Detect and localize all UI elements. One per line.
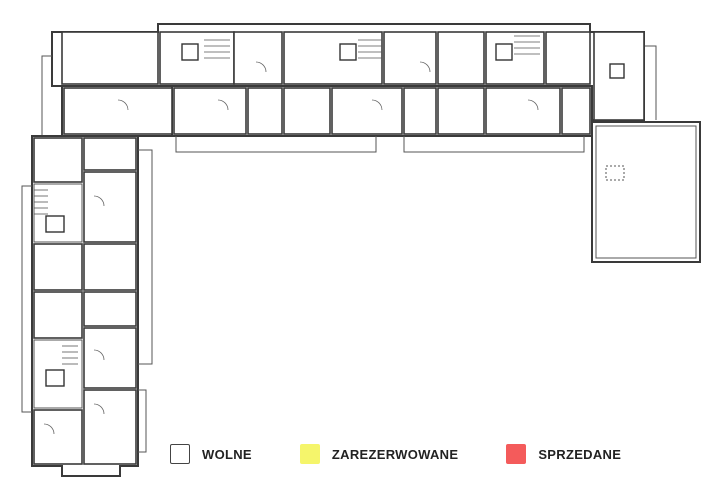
- apartment-unit[interactable]: [485, 31, 545, 85]
- apartment-unit[interactable]: [283, 87, 331, 135]
- apartment-unit[interactable]: [33, 409, 83, 465]
- roof-terrace: [591, 121, 701, 263]
- apartment-unit[interactable]: [61, 31, 159, 85]
- legend-label-reserved: ZAREZERWOWANE: [331, 446, 459, 462]
- stairwell-left-upper: [33, 183, 83, 243]
- apartment-unit[interactable]: [383, 31, 437, 85]
- balcony-east: [644, 45, 657, 120]
- apartment-unit[interactable]: [33, 137, 83, 183]
- stairwell-corner: [609, 63, 625, 79]
- apartment-unit[interactable]: [33, 243, 83, 291]
- stairwell-top-3: [495, 35, 540, 61]
- sold-swatch: [506, 444, 527, 464]
- status-legend: WOLNE ZAREZERWOWANE SPRZEDANE: [170, 444, 621, 464]
- apartment-unit[interactable]: [83, 327, 137, 389]
- apartment-unit[interactable]: [331, 87, 403, 135]
- terrace-skylight: [605, 165, 625, 181]
- apartment-unit[interactable]: [173, 87, 247, 135]
- apartment-unit[interactable]: [545, 31, 591, 85]
- balcony-left-wing-east: [138, 149, 153, 365]
- apartment-unit[interactable]: [437, 87, 485, 135]
- door-swing: [419, 61, 431, 73]
- balcony-left-wing-east-2: [138, 389, 147, 453]
- apartment-unit[interactable]: [247, 87, 283, 135]
- free-swatch: [170, 444, 190, 464]
- door-swing: [93, 195, 105, 207]
- legend-item-reserved[interactable]: ZAREZERWOWANE: [299, 444, 459, 464]
- balcony-left-wing-west: [21, 185, 32, 413]
- stairwell-left-lower: [33, 339, 83, 409]
- door-swing: [93, 403, 105, 415]
- building-outline-left-wing: [31, 135, 139, 477]
- door-swing: [527, 99, 539, 111]
- door-swing: [93, 349, 105, 361]
- apartment-unit[interactable]: [593, 31, 645, 121]
- stairwell-top-2: [339, 39, 382, 61]
- apartment-unit[interactable]: [83, 243, 137, 291]
- balcony-strip-2: [403, 136, 585, 153]
- legend-label-sold: SPRZEDANE: [538, 446, 622, 462]
- terrace-inner: [595, 125, 697, 259]
- apartment-unit[interactable]: [485, 87, 561, 135]
- apartment-unit[interactable]: [437, 31, 485, 85]
- apartment-unit[interactable]: [403, 87, 437, 135]
- door-swing: [255, 61, 267, 73]
- apartment-unit[interactable]: [33, 291, 83, 339]
- apartment-unit[interactable]: [63, 87, 173, 135]
- apartment-unit[interactable]: [83, 171, 137, 243]
- balcony-strip-1: [175, 136, 377, 153]
- reserved-swatch: [299, 444, 320, 464]
- door-swing: [217, 99, 229, 111]
- door-swing: [117, 99, 129, 111]
- apartment-unit[interactable]: [561, 87, 591, 135]
- legend-item-free[interactable]: WOLNE: [170, 444, 252, 464]
- apartment-unit[interactable]: [83, 291, 137, 327]
- apartment-unit[interactable]: [233, 31, 283, 85]
- door-swing: [43, 423, 55, 435]
- legend-item-sold[interactable]: SPRZEDANE: [506, 444, 621, 464]
- apartment-unit[interactable]: [83, 389, 137, 465]
- stairwell-top-1: [181, 39, 230, 61]
- door-swing: [371, 99, 383, 111]
- apartment-unit[interactable]: [83, 137, 137, 171]
- legend-label-free: WOLNE: [202, 446, 252, 462]
